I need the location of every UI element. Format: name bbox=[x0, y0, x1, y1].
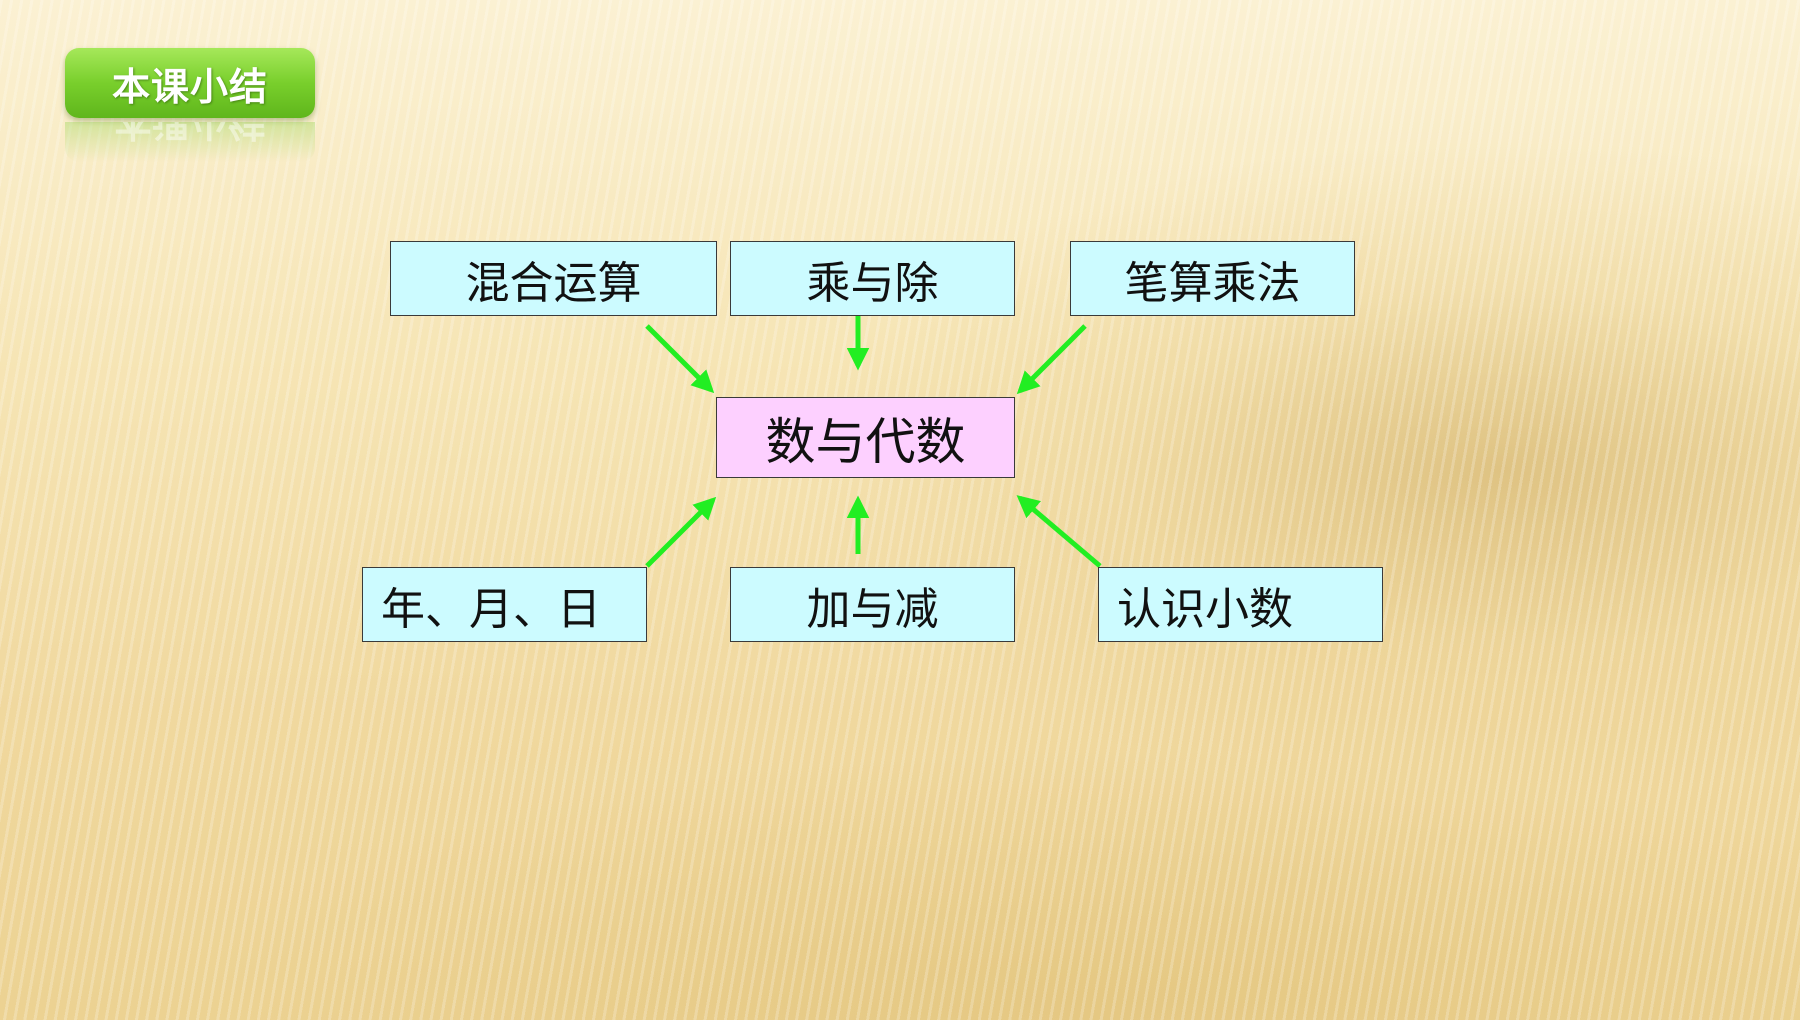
title-reflection-text: 本课小结 bbox=[113, 122, 266, 144]
arrow-bottom-left bbox=[645, 496, 717, 568]
node-year-month-day: 年、月、日 bbox=[362, 567, 647, 642]
arrow-top-right bbox=[1016, 324, 1087, 395]
title-badge: 本课小结 bbox=[65, 48, 315, 118]
node-multiplication-division: 乘与除 bbox=[730, 241, 1015, 316]
node-numbers-and-algebra: 数与代数 bbox=[716, 397, 1015, 478]
node-mixed-operations: 混合运算 bbox=[390, 241, 717, 316]
slide-title: 本课小结 bbox=[111, 64, 268, 109]
node-decimals: 认识小数 bbox=[1098, 567, 1383, 642]
title-reflection: 本课小结 bbox=[65, 122, 315, 162]
arrow-top-left bbox=[645, 324, 715, 394]
node-written-multiplication: 笔算乘法 bbox=[1070, 241, 1355, 316]
arrow-bottom-right bbox=[1016, 495, 1102, 568]
node-addition-subtraction: 加与减 bbox=[730, 567, 1015, 642]
